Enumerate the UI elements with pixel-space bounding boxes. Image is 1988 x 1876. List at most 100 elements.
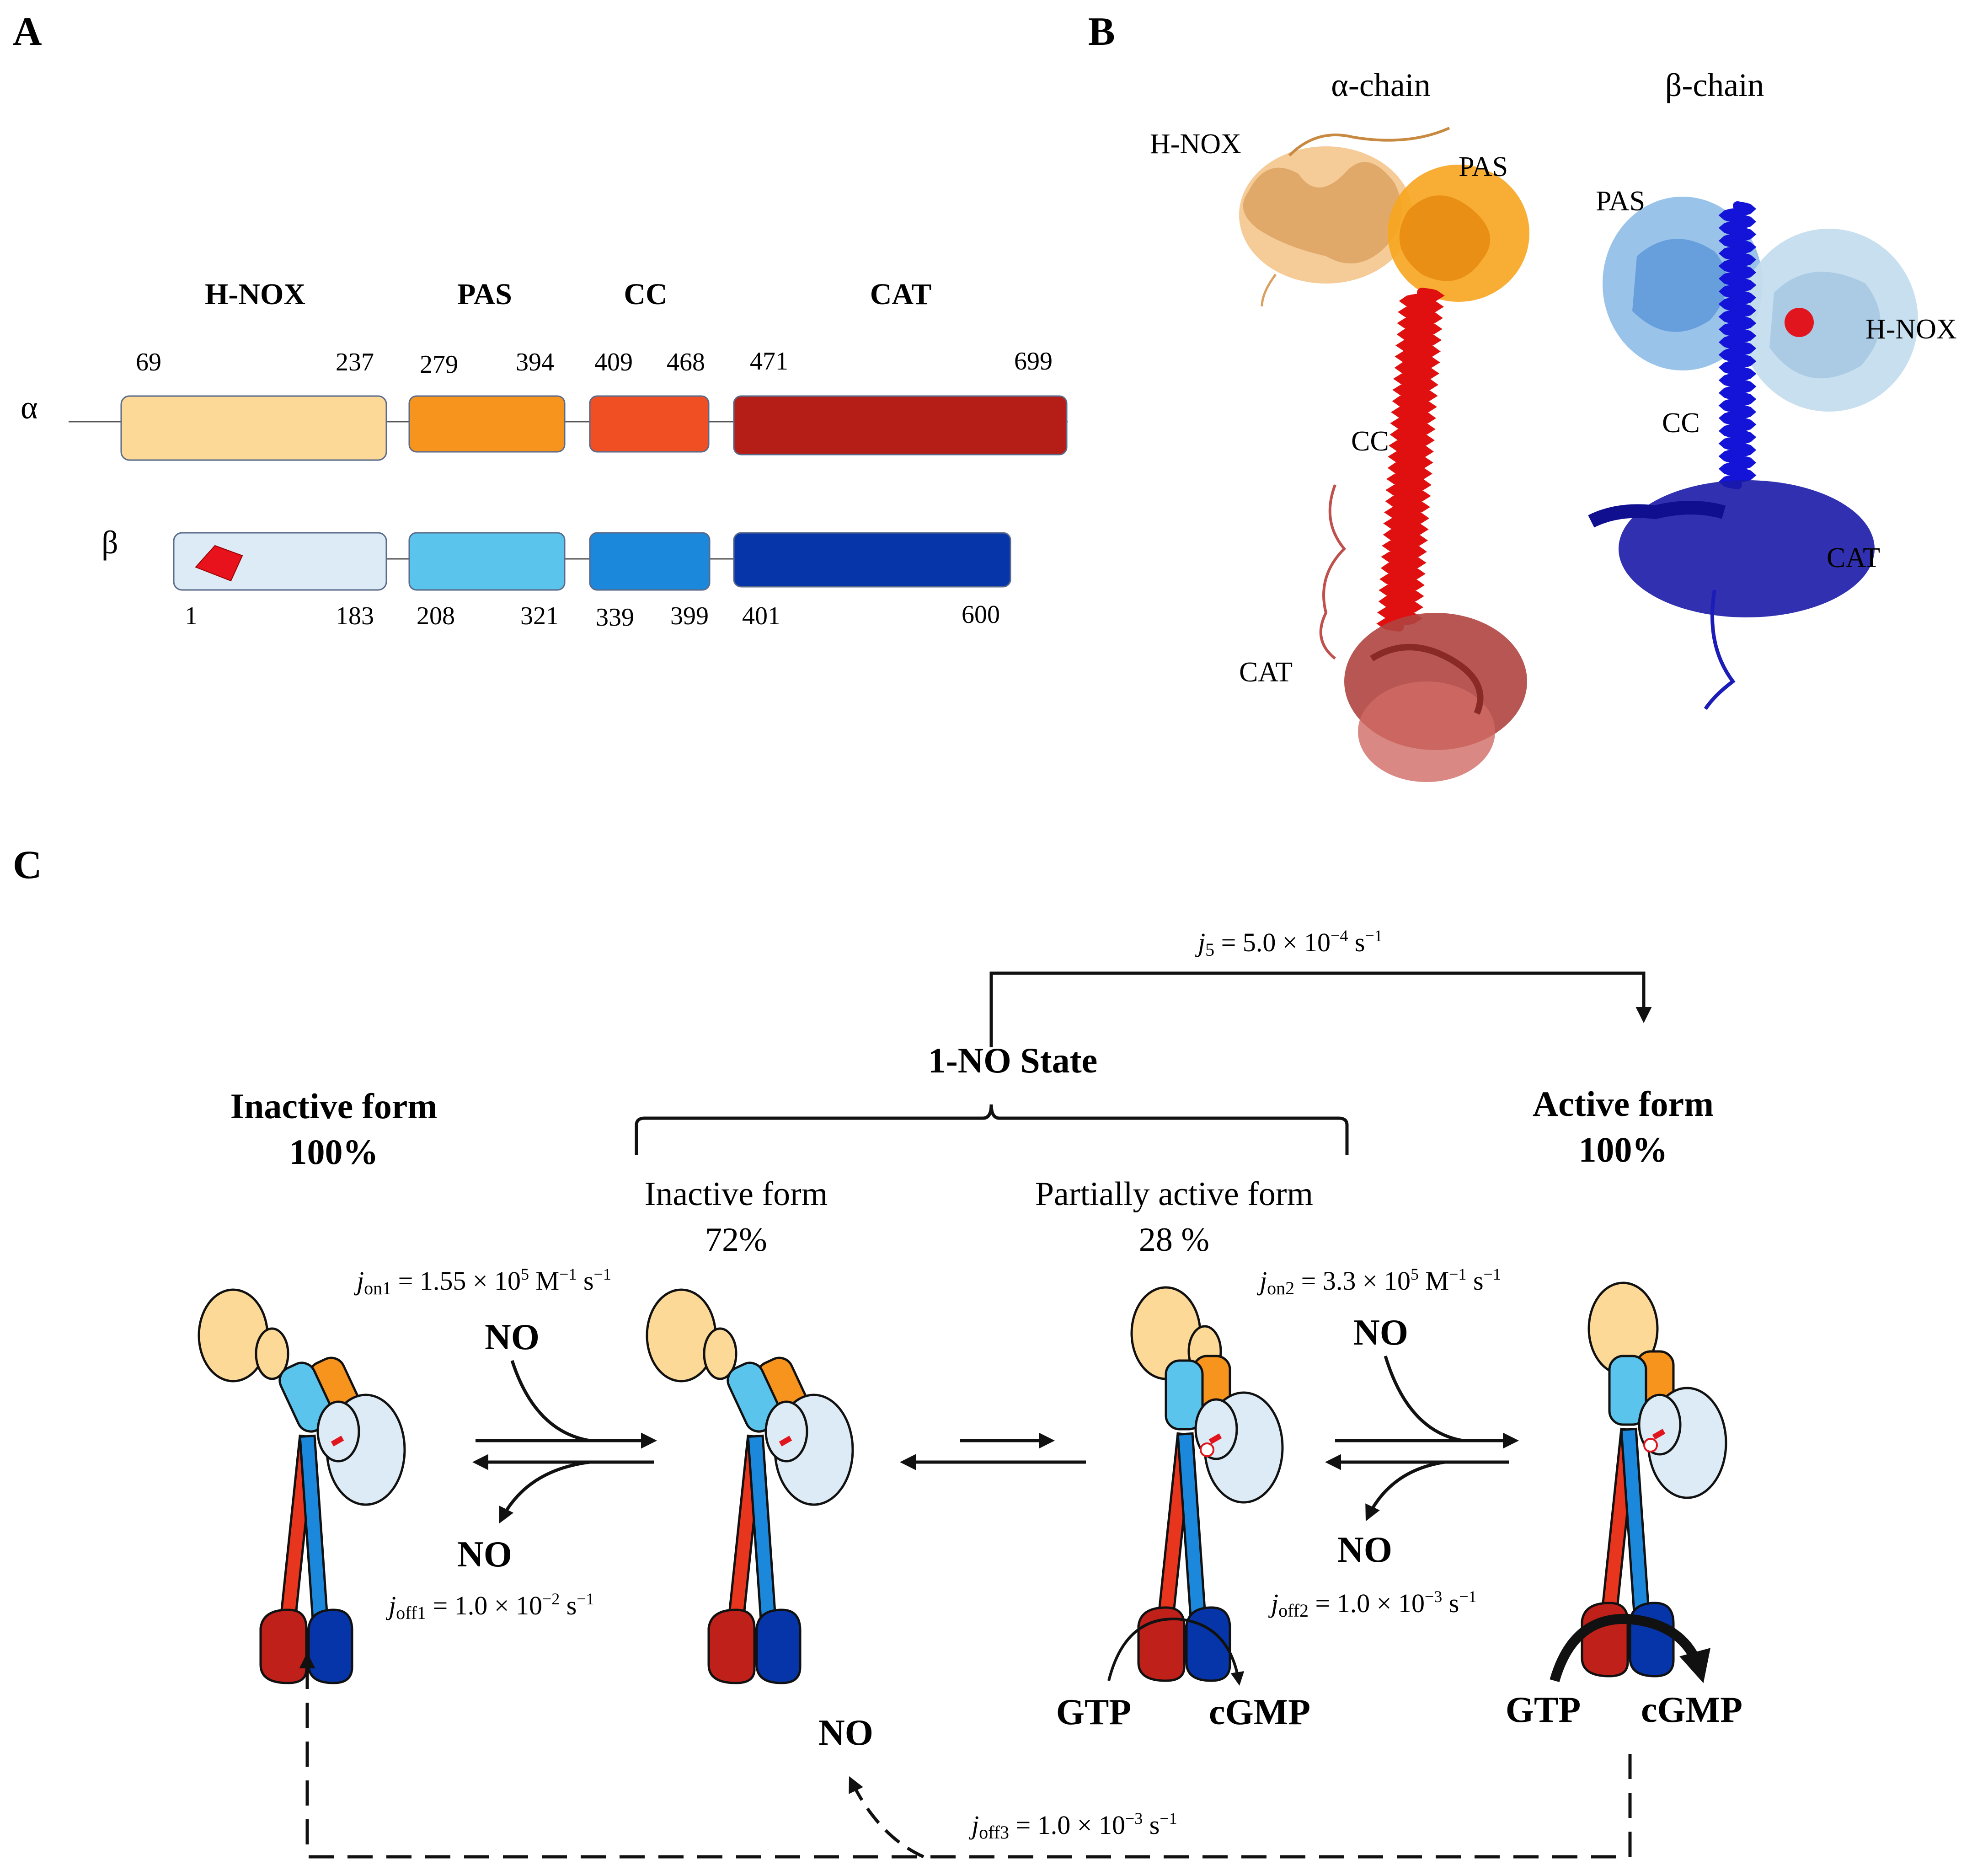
panel-b-letter: B (1088, 10, 1115, 54)
cgmp-label-active: cGMP (1641, 1690, 1742, 1730)
alpha-cat-lobe-partial (1137, 1606, 1186, 1682)
alpha-hnox-sublobe-left (255, 1327, 289, 1380)
alpha-hnox-label: H-NOX (1150, 129, 1241, 160)
beta-pas-label: PAS (1596, 186, 1645, 217)
beta-structure (1588, 197, 1918, 710)
panel-c-letter: C (13, 843, 42, 887)
beta-cat-label: CAT (1827, 542, 1880, 574)
active-right-title: Active form (1533, 1084, 1714, 1124)
no-ligand-partial (1200, 1442, 1214, 1457)
heme-marker (195, 545, 243, 582)
alpha-cat-lower (1358, 681, 1495, 782)
inactive-left-title: Inactive form (230, 1086, 438, 1126)
sgc-cartoon-left (198, 1288, 406, 1684)
no-label-1-bottom: NO (457, 1534, 512, 1575)
alpha-hnox-lobe-left (198, 1288, 269, 1383)
dashed-no-release (849, 1776, 925, 1859)
alpha-num-237: 237 (336, 348, 374, 376)
no-release-curve-2 (1365, 1460, 1445, 1522)
inactive-left-pct: 100% (289, 1132, 379, 1172)
domain-title-pas: PAS (457, 278, 512, 311)
domain-title-hnox: H-NOX (205, 278, 305, 311)
alpha-cat-structure (1319, 484, 1527, 782)
no-ligand-active (1643, 1438, 1658, 1453)
cgmp-label-partial: cGMP (1209, 1692, 1310, 1732)
one-no-brace (635, 1104, 1349, 1155)
partial-28-pct: 28 % (1139, 1221, 1209, 1259)
beta-heme-sphere (1785, 308, 1814, 337)
alpha-structure (1239, 127, 1529, 307)
inactive-72-pct: 72% (705, 1221, 767, 1259)
alpha-cat-label: CAT (1239, 657, 1293, 688)
no-binding-curve-1 (510, 1360, 590, 1442)
sgc-cartoon-mid (646, 1288, 854, 1684)
beta-hnox-sublobe-left (316, 1400, 360, 1463)
alpha-cat-sheet (1370, 644, 1484, 715)
beta-pas-block-active (1608, 1355, 1647, 1426)
beta-pas-box (408, 532, 566, 591)
no-label-1-top: NO (485, 1317, 540, 1357)
inactive-72-title: Inactive form (645, 1175, 828, 1213)
partial-28-title: Partially active form (1035, 1175, 1313, 1213)
alpha-cat-tail (1319, 484, 1347, 660)
alpha-cat-box (733, 395, 1068, 456)
j5-arrow (989, 971, 1652, 1047)
beta-cat-tail (1704, 590, 1736, 710)
alpha-cat-lobe-mid (707, 1608, 756, 1684)
beta-num-399: 399 (670, 602, 709, 630)
no-release-curve-1 (499, 1460, 590, 1524)
beta-pas-detail (1632, 239, 1727, 332)
alpha-num-69: 69 (136, 348, 161, 376)
gtp-conversion-arrow-partial (1107, 1617, 1245, 1686)
domain-title-cat: CAT (870, 278, 931, 311)
alpha-tail (1261, 273, 1277, 307)
sgc-cartoon-partial (1130, 1286, 1284, 1682)
one-no-state-label: 1-NO State (928, 1040, 1097, 1080)
gtp-label-partial: GTP (1056, 1692, 1131, 1732)
alpha-num-699: 699 (1014, 347, 1053, 375)
beta-num-183: 183 (336, 602, 374, 630)
alpha-pas-detail (1399, 195, 1491, 281)
beta-cat-lobe-active (1629, 1602, 1675, 1678)
active-right-pct: 100% (1579, 1130, 1668, 1169)
heme-mid (779, 1436, 792, 1447)
beta-cat-lobe-mid (755, 1608, 802, 1684)
beta-num-1: 1 (185, 602, 198, 630)
alpha-pas-label: PAS (1459, 151, 1508, 182)
rate-jon2: jon2 = 3.3 × 105 M−1 s−1 (1256, 1265, 1501, 1298)
beta-num-401: 401 (742, 602, 780, 630)
alpha-chain-label: α (21, 389, 38, 426)
alpha-hnox-detail (1243, 162, 1402, 263)
alpha-cc-coil (1376, 288, 1445, 632)
beta-cc-coil (1718, 201, 1757, 489)
alpha-cc-box (589, 395, 710, 453)
no-label-2-top: NO (1353, 1313, 1408, 1353)
beta-num-208: 208 (417, 602, 455, 630)
alpha-num-394: 394 (516, 348, 554, 376)
beta-num-321: 321 (520, 602, 559, 630)
heme-partial (1208, 1433, 1222, 1444)
beta-pas-block-partial (1165, 1359, 1204, 1431)
rate-joff3: joff3 = 1.0 × 10−3 s−1 (968, 1809, 1177, 1843)
alpha-pas-box (408, 395, 566, 453)
gtp-label-active: GTP (1506, 1690, 1581, 1730)
alpha-chain-title: α-chain (1331, 67, 1431, 103)
no-binding-curve-2 (1384, 1355, 1464, 1442)
alpha-num-471: 471 (750, 347, 788, 375)
beta-hnox-detail (1769, 272, 1881, 379)
no-label-2-bottom: NO (1337, 1530, 1392, 1570)
dashed-return-arrow (299, 1652, 1632, 1859)
beta-chain-label: β (102, 524, 118, 561)
protein-cartoons (198, 1281, 1727, 1684)
beta-cat-helix (1588, 501, 1726, 528)
beta-cc-box (589, 532, 711, 591)
alpha-hnox-lobe-mid (646, 1288, 717, 1383)
beta-num-339: 339 (596, 603, 634, 632)
alpha-num-468: 468 (667, 348, 705, 376)
alpha-hnox-sublobe-mid (703, 1327, 737, 1380)
beta-cat-lobe-left (307, 1608, 353, 1684)
alpha-num-279: 279 (420, 350, 458, 379)
heme-active (1652, 1429, 1666, 1440)
beta-cc-label: CC (1662, 407, 1700, 439)
rate-joff2: joff2 = 1.0 × 10−3 s−1 (1268, 1587, 1477, 1621)
